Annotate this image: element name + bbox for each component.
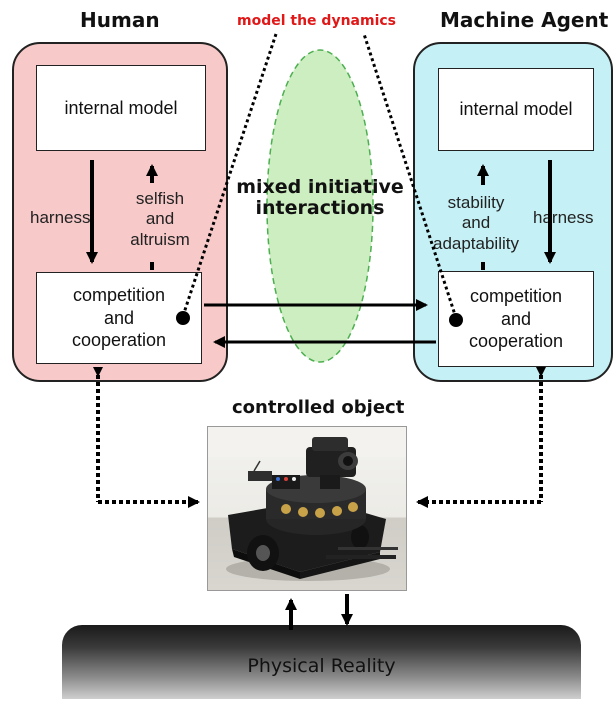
model-dynamics-title: model the dynamics: [237, 13, 397, 29]
human-model-dot: [176, 311, 190, 325]
machine-stability-label: stability and adaptability: [432, 193, 519, 253]
model-dynamics-line-right: [362, 33, 458, 319]
physical-reality-label: Physical Reality: [247, 655, 396, 677]
human-harness-label: harness: [30, 208, 91, 227]
model-dynamics-line-left: [181, 33, 278, 317]
mixed-initiative-label: mixed initiative interactions: [236, 176, 404, 219]
human-title: Human: [80, 8, 160, 32]
human-competition-box: competition and cooperation: [36, 272, 202, 364]
human-selfish-label: selfish and altruism: [130, 189, 190, 249]
machine-agent-title: Machine Agent: [440, 8, 609, 32]
mobile-robot-image: [207, 426, 407, 591]
mixed-initiative-ellipse: [266, 49, 374, 363]
controlled-object-title: controlled object: [232, 397, 405, 418]
machine-internal-model-box: internal model: [438, 68, 594, 151]
physical-reality-bar: Physical Reality: [62, 625, 581, 699]
machine-model-dot: [449, 313, 463, 327]
machine-competition-box: competition and cooperation: [438, 271, 594, 367]
human-internal-model-box: internal model: [36, 65, 206, 151]
